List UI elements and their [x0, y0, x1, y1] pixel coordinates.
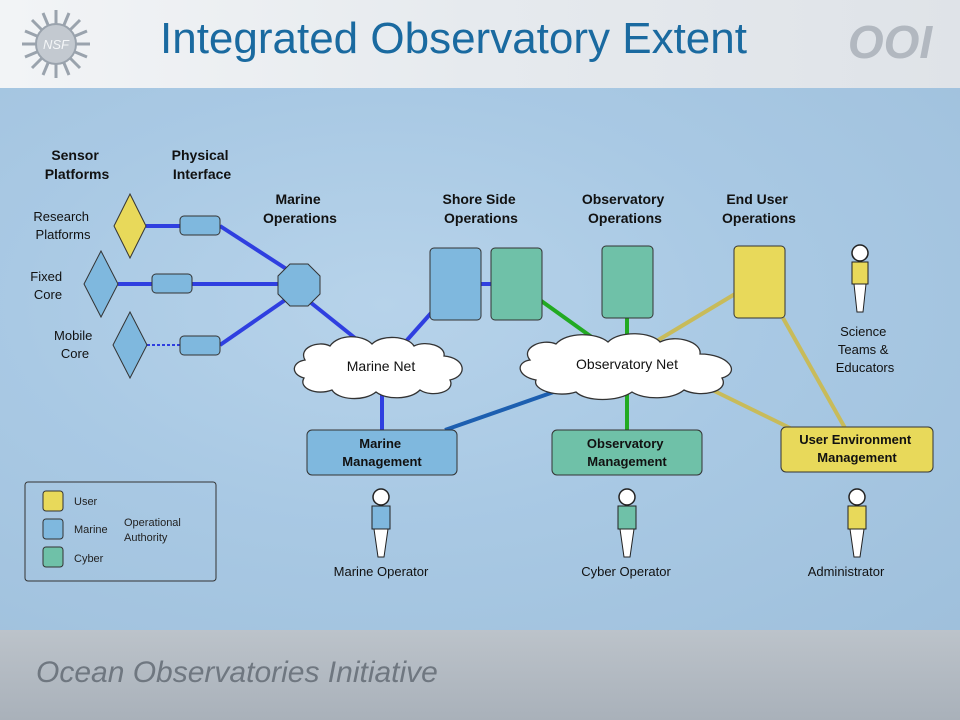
legend-cyber-label: Cyber	[74, 553, 104, 565]
observatory-management-box: Observatory Management	[551, 429, 703, 476]
observatory-net-cloud: Observatory Net	[519, 333, 733, 401]
label-fixed-line2: Core	[34, 287, 62, 302]
research-platform-diamond	[113, 192, 147, 260]
administrator-person-icon	[847, 488, 867, 558]
header-band	[0, 0, 960, 88]
marine-management-line2: Management	[342, 454, 422, 469]
header-observatory-operations-line1: Observatory	[582, 191, 665, 207]
science-teams-person-icon	[851, 244, 869, 313]
legend-authority-line2: Authority	[124, 532, 168, 544]
legend-cyber-swatch	[42, 546, 64, 568]
label-mobile-core: Mobile Core	[54, 328, 96, 361]
header-observatory-operations: Observatory Operations	[582, 191, 668, 226]
header-end-user-operations: End User Operations	[722, 191, 796, 226]
label-research-line1: Research	[33, 209, 89, 224]
label-research-platforms: Research Platforms	[33, 209, 92, 242]
label-research-line2: Platforms	[36, 227, 91, 242]
shore-side-marine-box	[429, 247, 482, 321]
legend-marine-label: Marine	[74, 524, 108, 536]
cyber-operator-person-icon	[617, 488, 637, 558]
interface-box-research	[179, 215, 221, 236]
label-mobile-line2: Core	[61, 346, 89, 361]
observatory-net-label: Observatory Net	[576, 356, 678, 372]
header-observatory-operations-line2: Operations	[588, 210, 662, 226]
legend: User Marine Cyber Operational Authority	[24, 481, 217, 582]
marine-operator-person-icon	[371, 488, 391, 558]
marine-management-line1: Marine	[359, 436, 401, 451]
label-fixed-line1: Fixed	[30, 269, 62, 284]
footer-band	[0, 630, 960, 720]
marine-management-box: Marine Management	[306, 429, 458, 476]
header-shore-side-operations: Shore Side Operations	[442, 191, 519, 226]
legend-user-swatch	[42, 490, 64, 512]
observatory-management-label: Observatory Management	[587, 436, 668, 469]
header-shore-side-operations-line1: Shore Side	[442, 191, 515, 207]
interface-box-fixed	[151, 273, 193, 294]
label-administrator: Administrator	[808, 564, 885, 579]
user-env-management-line2: Management	[817, 450, 897, 465]
legend-authority-label: Operational Authority	[124, 517, 184, 544]
label-marine-operator: Marine Operator	[334, 564, 429, 579]
ooi-logo: OOI	[848, 16, 934, 68]
header-sensor-platforms: Sensor Platforms	[45, 147, 110, 182]
shore-side-cyber-box	[490, 247, 543, 321]
label-science-line2: Teams &	[838, 342, 889, 357]
marine-management-label: Marine Management	[342, 436, 422, 469]
user-env-management-line1: User Environment	[799, 432, 912, 447]
header-physical-interface-line1: Physical	[172, 147, 229, 163]
page-title: Integrated Observatory Extent	[160, 14, 747, 63]
interface-box-mobile	[179, 335, 221, 356]
header-end-user-operations-line1: End User	[726, 191, 788, 207]
observatory-operations-box	[601, 245, 654, 319]
label-science-line1: Science	[840, 324, 886, 339]
user-environment-management-label: User Environment Management	[799, 432, 915, 465]
label-cyber-operator: Cyber Operator	[581, 564, 671, 579]
legend-marine-swatch	[42, 518, 64, 540]
header-marine-operations-line1: Marine	[275, 191, 320, 207]
mobile-core-diamond	[112, 310, 148, 380]
header-sensor-platforms-line2: Platforms	[45, 166, 110, 182]
header-marine-operations-line2: Operations	[263, 210, 337, 226]
marine-net-cloud: Marine Net	[293, 336, 463, 400]
header-marine-operations: Marine Operations	[263, 191, 337, 226]
header-physical-interface-line2: Interface	[173, 166, 232, 182]
header-shore-side-operations-line2: Operations	[444, 210, 518, 226]
label-science-teams: Science Teams & Educators	[836, 324, 895, 375]
marine-operations-hub	[277, 263, 321, 307]
user-environment-management-box: User Environment Management	[780, 426, 934, 473]
header-end-user-operations-line2: Operations	[722, 210, 796, 226]
diagram-panel	[0, 88, 960, 630]
nsf-logo-text: NSF	[43, 37, 70, 52]
marine-net-label: Marine Net	[347, 358, 416, 374]
header-physical-interface: Physical Interface	[172, 147, 233, 182]
legend-authority-line1: Operational	[124, 517, 181, 529]
nsf-logo: NSF	[22, 10, 90, 78]
footer-title: Ocean Observatories Initiative	[36, 656, 438, 689]
observatory-management-line2: Management	[587, 454, 667, 469]
legend-user-label: User	[74, 496, 98, 508]
fixed-core-diamond	[83, 249, 119, 319]
label-fixed-core: Fixed Core	[30, 269, 65, 302]
label-mobile-line1: Mobile	[54, 328, 92, 343]
header-sensor-platforms-line1: Sensor	[51, 147, 99, 163]
end-user-operations-box	[733, 245, 786, 319]
observatory-management-line1: Observatory	[587, 436, 664, 451]
label-science-line3: Educators	[836, 360, 895, 375]
